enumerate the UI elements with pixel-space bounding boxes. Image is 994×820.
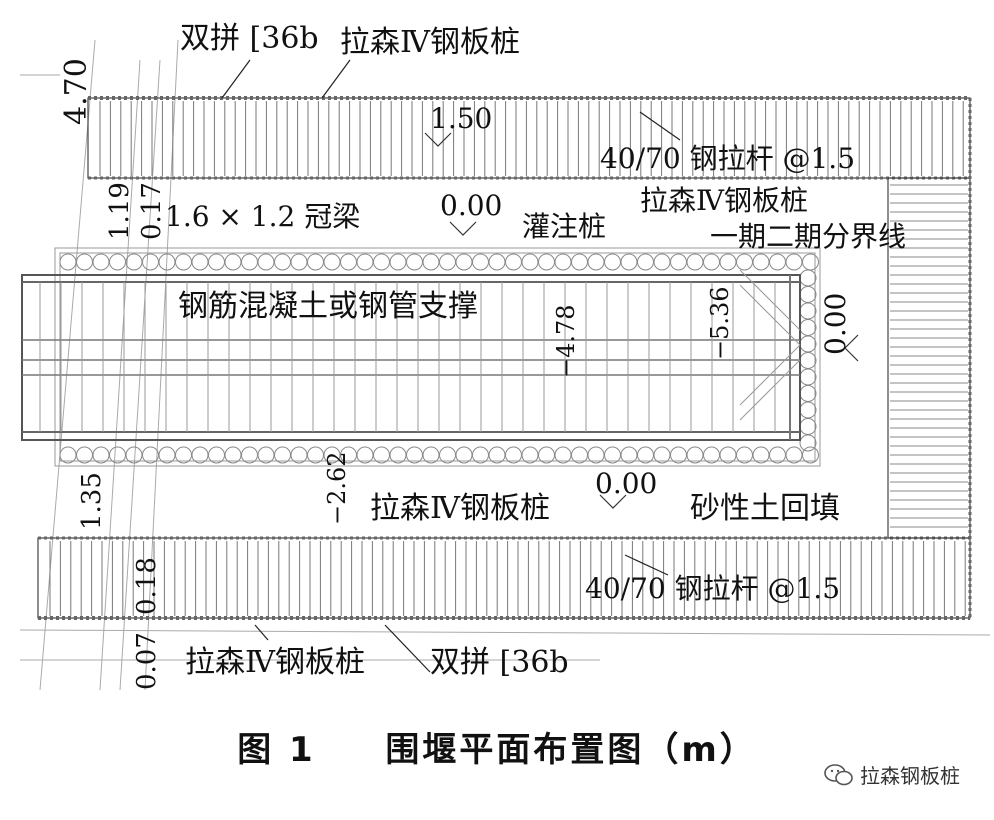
dim-0-00-top: 0.00 <box>440 189 502 222</box>
dim-0-07: 0.07 <box>132 632 162 690</box>
dim-0-17: 0.17 <box>137 182 167 240</box>
label-top-tie-rod: 40/70 钢拉杆 @1.5 <box>600 142 855 175</box>
label-backfill: 砂性土回填 <box>690 491 840 526</box>
label-inner-larssen-bottom: 拉森Ⅳ钢板桩 <box>370 491 550 526</box>
dim-neg-4-78: −4.78 <box>552 304 580 378</box>
dim-neg-2-62: −2.62 <box>323 451 351 525</box>
label-bottom-larssen: 拉森Ⅳ钢板桩 <box>185 645 365 680</box>
label-inner-larssen-top: 拉森Ⅳ钢板桩 <box>640 184 808 217</box>
label-top-double-channel: 双拼 [36b <box>180 21 319 56</box>
label-cap-beam: 1.6 × 1.2 冠梁 <box>165 200 360 233</box>
dim-1-19: 1.19 <box>105 182 135 240</box>
watermark: 拉森钢板桩 <box>824 760 960 789</box>
cofferdam-plan-drawing: 4.70 1.50 1.19 0.17 0.00 −4.78 −5.36 0.0… <box>19 21 991 691</box>
right-end-section <box>887 98 972 618</box>
dim-4-70: 4.70 <box>59 58 94 125</box>
label-top-larssen: 拉森Ⅳ钢板桩 <box>340 25 520 60</box>
label-bored-pile: 灌注桩 <box>522 210 606 243</box>
figure-title: 围堰平面布置图（m） <box>385 730 757 770</box>
bored-pile-row <box>59 253 819 464</box>
leader-lines <box>221 59 681 673</box>
elevation-markers <box>424 132 859 509</box>
top-sheet-pile-wall <box>87 96 971 180</box>
dim-0-00-right: 0.00 <box>819 293 852 355</box>
label-bottom-tie-rod: 40/70 钢拉杆 @1.5 <box>585 572 840 605</box>
dim-1-35: 1.35 <box>77 472 107 530</box>
dim-1-50: 1.50 <box>430 102 492 135</box>
label-support: 钢筋混凝土或钢管支撑 <box>178 289 478 324</box>
figure-number: 图 1 <box>237 730 316 770</box>
dim-0-18: 0.18 <box>132 557 162 615</box>
dim-0-00-bottom: 0.00 <box>595 467 657 500</box>
figure-caption: 图 1 围堰平面布置图（m） <box>0 722 994 771</box>
label-bottom-double-channel: 双拼 [36b <box>430 645 569 680</box>
steel-support-struts <box>21 274 801 441</box>
phase-boundary-hatch <box>739 269 801 421</box>
wechat-icon <box>824 763 853 785</box>
label-phase-boundary: 一期二期分界线 <box>710 220 906 253</box>
watermark-text: 拉森钢板桩 <box>860 764 960 788</box>
dim-neg-5-36: −5.36 <box>706 286 734 360</box>
